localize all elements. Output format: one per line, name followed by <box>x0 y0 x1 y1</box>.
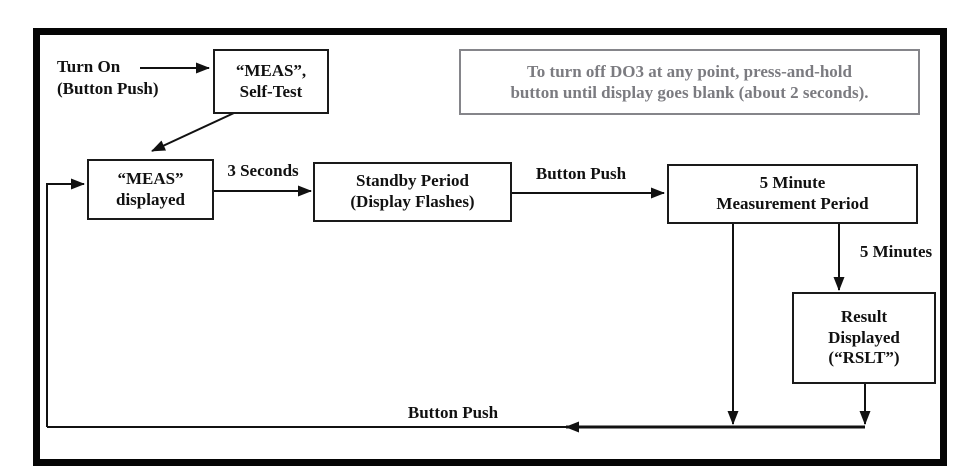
diagram-frame <box>33 28 947 466</box>
node-5-minute-measurement: 5 Minute Measurement Period <box>667 164 918 224</box>
label-turn-on: Turn On (Button Push) <box>57 56 159 100</box>
node-result-displayed: Result Displayed (“RSLT”) <box>792 292 936 384</box>
arrow-selftest-to-displayed <box>151 112 235 152</box>
label-5-minutes: 5 Minutes <box>859 242 933 261</box>
node-5-minute-line1: 5 Minute <box>759 173 826 193</box>
node-result-line2: Displayed <box>828 327 900 347</box>
label-button-push-bottom: Button Push <box>407 403 499 422</box>
note-line1: To turn off DO3 at any point, press-and-… <box>527 61 852 81</box>
node-standby-period: Standby Period (Display Flashes) <box>313 162 512 222</box>
node-meas-selftest-line2: Self-Test <box>239 81 303 101</box>
note-turn-off-instructions: To turn off DO3 at any point, press-and-… <box>459 49 920 115</box>
node-meas-displayed-line1: “MEAS” <box>117 168 184 188</box>
node-meas-displayed-line2: displayed <box>116 189 185 209</box>
node-result-line1: Result <box>840 306 888 326</box>
label-turn-on-line1: Turn On <box>57 57 121 76</box>
node-standby-line1: Standby Period <box>356 171 469 191</box>
node-standby-line2: (Display Flashes) <box>350 192 475 211</box>
node-meas-selftest: “MEAS”, Self-Test <box>213 49 329 114</box>
node-meas-selftest-line1: “MEAS”, <box>235 60 307 80</box>
label-button-push-top: Button Push <box>535 164 627 183</box>
node-result-line3: (“RSLT”) <box>828 348 900 368</box>
node-meas-displayed: “MEAS” displayed <box>87 159 214 220</box>
node-5-minute-line2: Measurement Period <box>716 194 869 213</box>
label-turn-on-line2: (Button Push) <box>57 78 159 98</box>
label-3-seconds: 3 Seconds <box>227 161 299 180</box>
note-line2: button until display goes blank (about 2… <box>510 83 869 102</box>
line-feedback-loop <box>46 178 85 427</box>
